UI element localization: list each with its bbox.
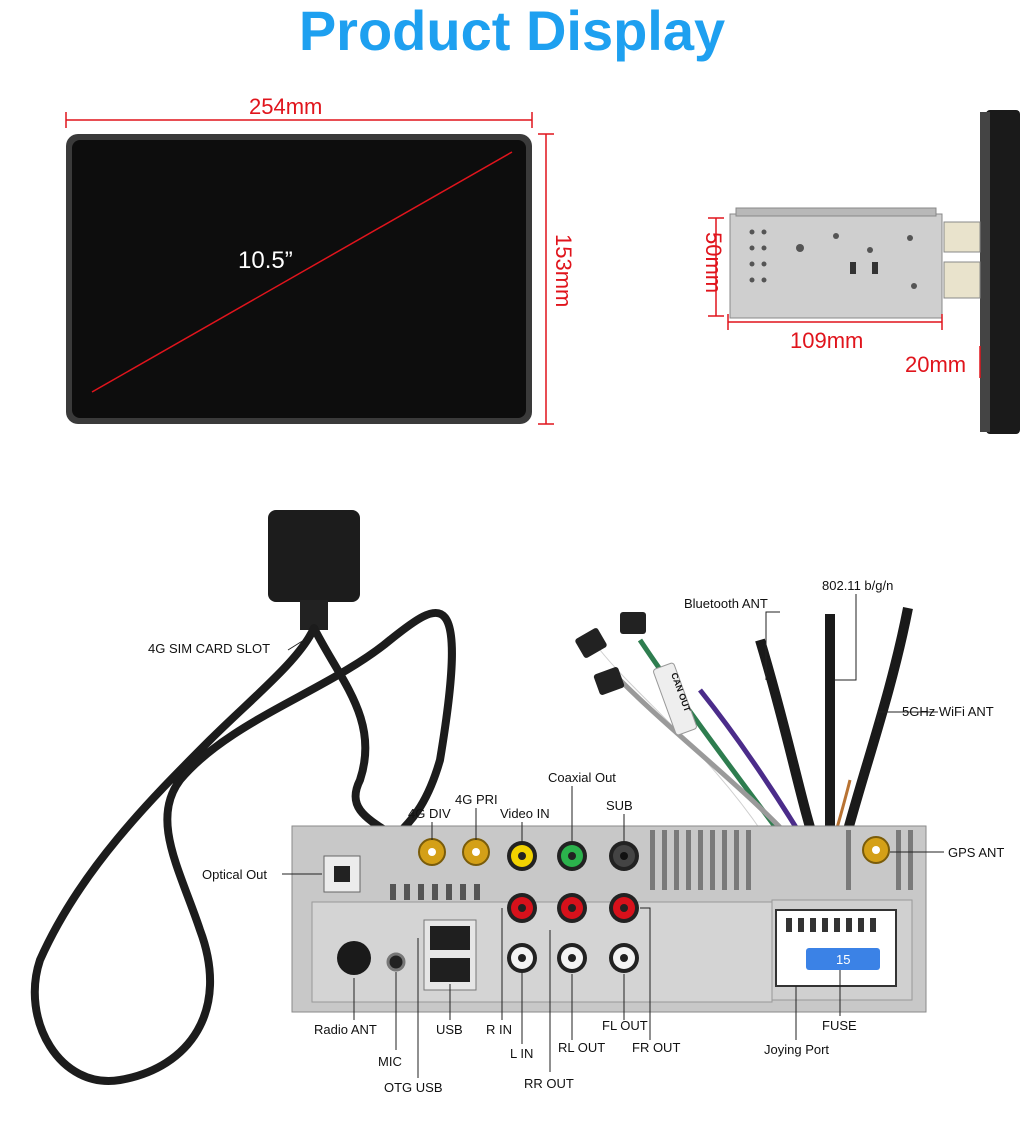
label-usb: USB [436, 1022, 463, 1037]
can-out-tag [653, 662, 697, 736]
label-radio-ant: Radio ANT [314, 1022, 377, 1037]
side-height-label: 50mm [701, 232, 726, 293]
side-bracket-bottom [943, 261, 981, 299]
label-mic: MIC [378, 1054, 402, 1069]
fuse-block [806, 948, 880, 970]
screen-width-label: 254mm [249, 94, 322, 119]
label-sim-slot: 4G SIM CARD SLOT [148, 641, 270, 656]
usb-port [430, 958, 470, 982]
label-video-in: Video IN [500, 806, 550, 821]
side-chassis [729, 213, 943, 319]
screen-height-label: 153mm [551, 234, 576, 307]
label-sub: SUB [606, 798, 633, 813]
fuse-rating: 15 [836, 952, 850, 967]
screen-diagonal-line [91, 151, 513, 393]
sim-card-slot-box [268, 510, 360, 602]
side-depth-label: 109mm [790, 328, 863, 353]
screen-display [72, 140, 526, 418]
label-r-in: R IN [486, 1022, 512, 1037]
front-screen-view: 10.5” 254mm 153mm [65, 94, 576, 425]
sim-cable-wire [30, 609, 456, 1085]
wifi-5g-antenna-wire [835, 607, 913, 862]
label-rl-out: RL OUT [558, 1040, 605, 1055]
wire-harness: CAN OUT [575, 607, 913, 871]
label-wifi-80211: 802.11 b/g/n [822, 578, 893, 593]
label-optical-out: Optical Out [202, 867, 267, 882]
label-coaxial-out: Coaxial Out [548, 770, 616, 785]
callout-lines [282, 594, 944, 1078]
label-l-in: L IN [510, 1046, 533, 1061]
label-4g-pri: 4G PRI [455, 792, 498, 807]
otg-usb-port [430, 926, 470, 950]
mic-port [386, 952, 406, 972]
label-fuse: FUSE [822, 1018, 857, 1033]
page-title: Product Display [298, 0, 726, 62]
side-view: 50mm 109mm 20mm [701, 110, 1020, 434]
radio-ant-port [337, 941, 371, 975]
back-chassis: 15 [291, 825, 927, 1013]
side-screen-panel [986, 110, 1020, 434]
label-rr-out: RR OUT [524, 1076, 574, 1091]
label-4g-div: 4G DIV [408, 806, 451, 821]
label-otg-usb: OTG USB [384, 1080, 443, 1095]
label-bluetooth-ant: Bluetooth ANT [684, 596, 768, 611]
label-fl-out: FL OUT [602, 1018, 648, 1033]
screen-diagonal-label: 10.5” [238, 247, 293, 274]
label-wifi-5ghz: 5GHz WiFi ANT [902, 704, 994, 719]
callout-labels: 4G SIM CARD SLOT Optical Out 4G DIV 4G P… [148, 578, 1004, 1095]
label-fr-out: FR OUT [632, 1040, 680, 1055]
side-bezel-label: 20mm [905, 352, 966, 377]
label-joying-port: Joying Port [764, 1042, 829, 1057]
side-bracket-top [943, 221, 981, 253]
label-gps-ant: GPS ANT [948, 845, 1004, 860]
